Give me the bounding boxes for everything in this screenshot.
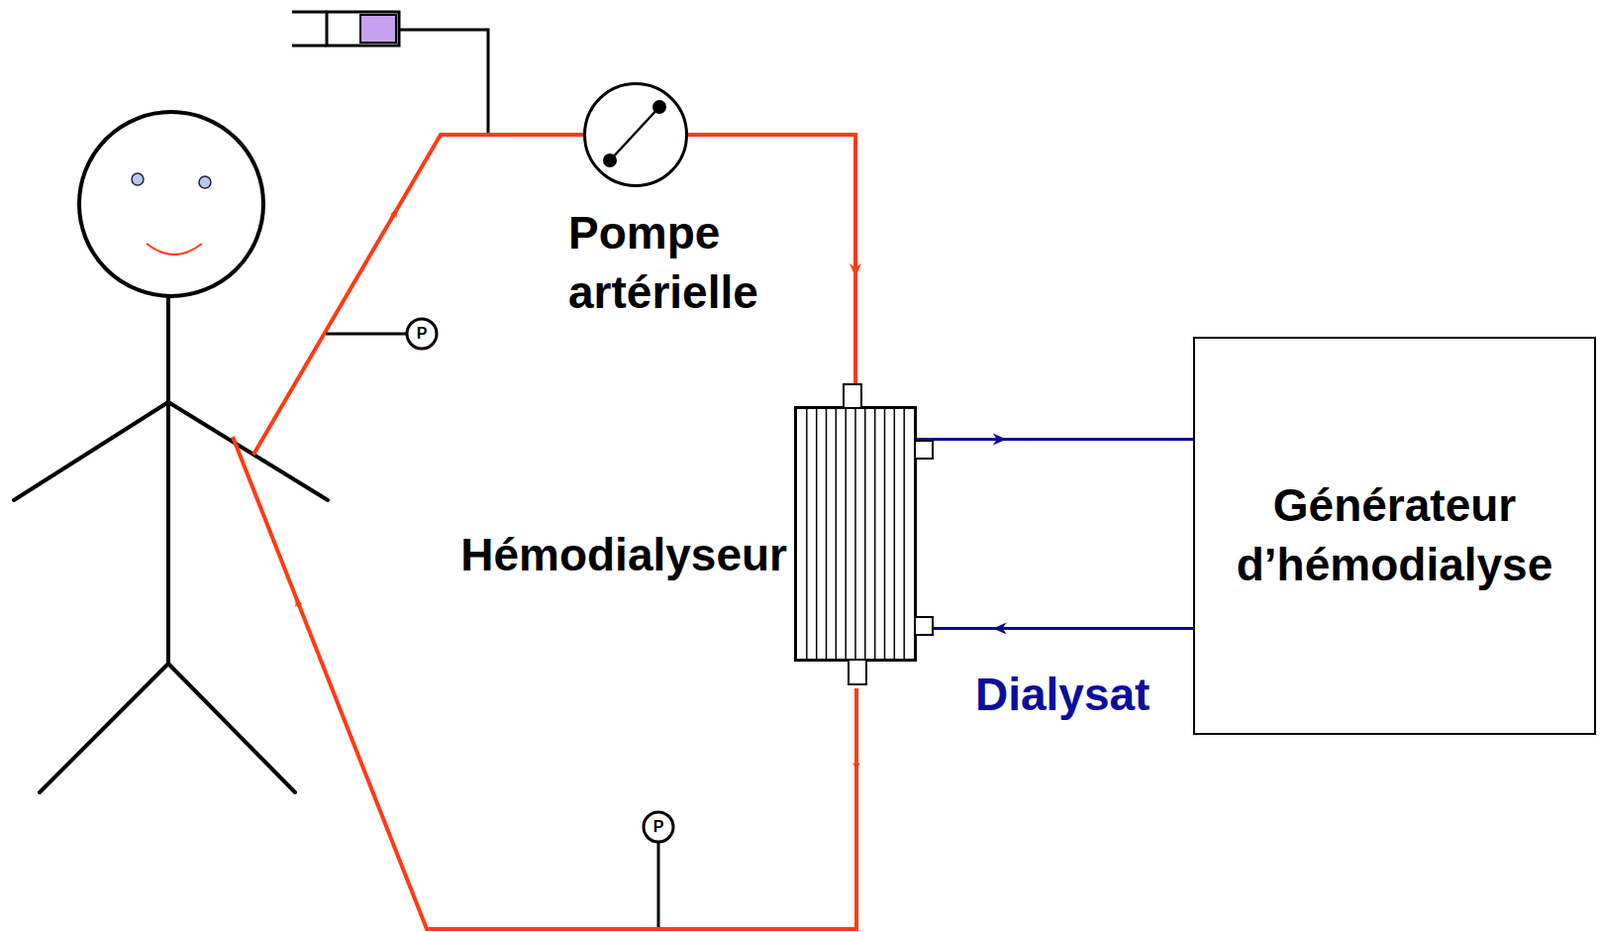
arrow-head [993,621,1007,634]
dialyzer-port [913,439,934,460]
stick-figure [13,111,328,793]
pump-rotor [586,85,686,185]
syringe [292,11,489,135]
flow-arrow [392,210,397,218]
dialyzer-cartridge: Hémodialyseur [794,405,917,662]
gauge-letter: P [416,325,428,342]
gauge-letter: P [653,818,665,835]
arrow-head [849,263,862,278]
flow-arrow [854,760,859,769]
fiber-lines [797,408,914,659]
flow-connector [916,433,1194,446]
eye [131,173,144,186]
box-title: Générateur d’hémodialyse [1195,476,1595,596]
dialyzer-port [913,615,934,636]
generator-box: Générateur d’hémodialyse [1193,336,1597,735]
part-name: Pompe artérielle [568,203,826,323]
fluid-label: Dialysat [975,671,1150,717]
arrow-head [993,433,1007,446]
arterial-line [253,134,584,455]
flow-connector [916,621,1194,634]
part-name: Hémodialyseur [460,527,788,582]
smile [146,243,202,255]
dialyzer-port [842,383,863,409]
eye [199,176,211,189]
dialyzer-port [847,658,868,686]
flow-arrow [297,600,300,606]
pump-circle: Pompe artérielle [583,82,689,188]
venous-line [232,436,857,929]
connector-line [916,626,1194,630]
pressure-gauge [325,318,674,927]
connector-line [916,437,1194,441]
